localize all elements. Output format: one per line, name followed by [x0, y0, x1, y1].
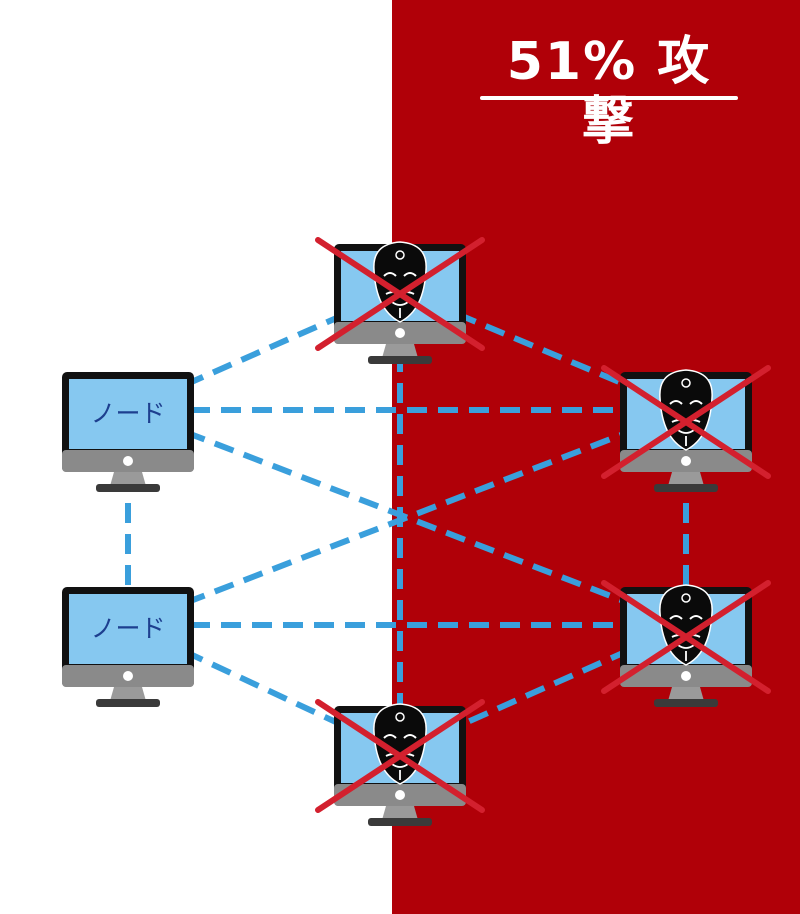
mask-eye-left — [383, 272, 397, 277]
attacker-bottom — [315, 699, 485, 826]
node-left-bottom: ノード — [62, 587, 194, 707]
monitor-stand — [382, 806, 418, 820]
mask-eye-right — [403, 272, 417, 277]
monitor-logo-icon — [395, 790, 405, 800]
monitor-logo-icon — [681, 456, 691, 466]
cross-mark-line — [601, 580, 771, 694]
monitor-screen — [69, 379, 187, 449]
monitor-stand — [382, 344, 418, 358]
monitor-stand — [110, 687, 146, 701]
mask-eye-left — [669, 615, 683, 620]
monitor-base — [654, 699, 718, 707]
monitor-stand — [110, 472, 146, 486]
monitor-base — [654, 484, 718, 492]
mask-emblem — [681, 378, 691, 388]
mask-mouth — [677, 644, 695, 649]
monitor-base — [96, 699, 160, 707]
monitor-logo-icon — [681, 671, 691, 681]
monitor-stand — [668, 687, 704, 701]
monitor-stand — [668, 472, 704, 486]
monitor-base — [368, 818, 432, 826]
attacker-top — [315, 237, 485, 364]
attacker-right-top — [601, 365, 771, 492]
cross-mark-line — [315, 237, 485, 351]
cross-mark-line — [601, 365, 771, 479]
monitor-base — [368, 356, 432, 364]
node-left-top: ノード — [62, 372, 194, 492]
network-link — [126, 407, 688, 628]
diagram-title: 51% 攻撃 — [506, 32, 712, 152]
node-label: ノード — [90, 614, 165, 643]
mask-eye-right — [689, 400, 703, 405]
monitor-base — [96, 484, 160, 492]
mask-eye-right — [689, 615, 703, 620]
mask-emblem — [395, 250, 405, 260]
attacker-right-bottom — [601, 580, 771, 707]
mask-eye-left — [669, 400, 683, 405]
node-label: ノード — [90, 399, 165, 428]
mask-eye-left — [383, 734, 397, 739]
title-block: 51% 攻撃 — [480, 28, 738, 152]
mask-emblem — [681, 593, 691, 603]
mask-mouth — [391, 763, 409, 768]
cross-mark-line — [315, 699, 485, 813]
mask-eye-right — [403, 734, 417, 739]
mask-mouth — [677, 429, 695, 434]
monitor-screen — [69, 594, 187, 664]
monitor-logo-icon — [395, 328, 405, 338]
title-underline — [480, 96, 738, 100]
mask-mouth — [391, 301, 409, 306]
monitor-logo-icon — [123, 671, 133, 681]
mask-emblem — [395, 712, 405, 722]
monitor-logo-icon — [123, 456, 133, 466]
